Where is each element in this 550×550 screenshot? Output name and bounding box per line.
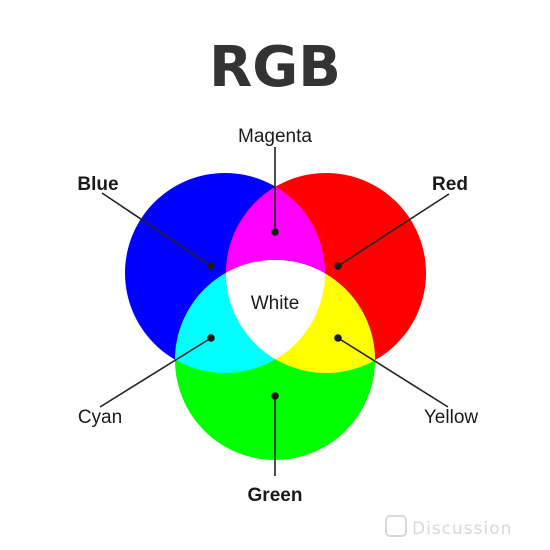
label-magenta: Magenta — [238, 126, 312, 147]
watermark-logo-icon — [385, 515, 407, 537]
blue-leader — [101, 192, 212, 267]
cyan-dot — [207, 334, 215, 342]
red-leader — [337, 193, 450, 267]
label-green: Green — [248, 485, 303, 506]
yellow-leader — [337, 337, 449, 408]
label-yellow: Yellow — [424, 407, 479, 428]
green-dot — [271, 392, 279, 400]
red-dot — [334, 262, 342, 270]
label-red: Red — [432, 174, 468, 195]
label-cyan: Cyan — [78, 407, 122, 428]
label-white: White — [251, 293, 300, 314]
blue-dot — [207, 262, 215, 270]
magenta-dot — [271, 228, 279, 236]
yellow-dot — [334, 334, 342, 342]
page-title: RGB — [209, 35, 341, 100]
watermark: Discussion — [385, 515, 512, 539]
watermark-text: Discussion — [412, 519, 512, 539]
cyan-leader — [99, 337, 212, 408]
label-blue: Blue — [77, 174, 118, 195]
